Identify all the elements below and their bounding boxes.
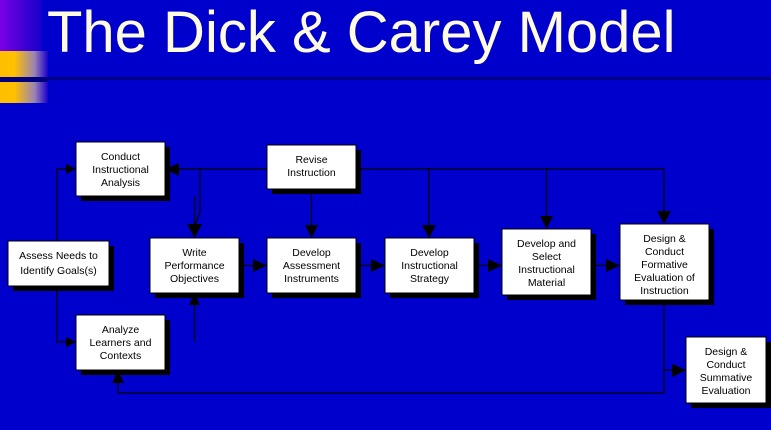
node-develop-and-select-instructional-material[interactable]: Develop and Select Instructional Materia…: [501, 228, 596, 300]
page-title: The Dick & Carey Model: [47, 0, 676, 65]
node-label-line: Summative: [700, 372, 753, 384]
node-label-line: Instruction: [640, 285, 689, 297]
node-label-line: Material: [528, 277, 565, 289]
arrowhead-into-formative-evaluation: [606, 259, 620, 272]
node-label-line: Instructional: [92, 164, 149, 176]
node-label-line: Conduct: [645, 246, 684, 258]
node-label-line: Analyze: [102, 324, 140, 336]
node-develop-instructional-strategy[interactable]: Develop Instructional Strategy: [384, 237, 479, 298]
connector-assess-to-analysis: [56, 168, 70, 264]
title-underline-rule: [48, 77, 771, 80]
node-label-line: Evaluation: [701, 385, 750, 397]
node-conduct-instructional-analysis[interactable]: Conduct Instructional Analysis: [75, 141, 170, 201]
arrowhead-into-develop-assessment: [253, 259, 267, 272]
node-label-line: Strategy: [410, 273, 450, 285]
arrowhead-into-conduct-analysis: [66, 164, 76, 174]
decorative-corner-motif: [0, 0, 48, 103]
arrowhead-into-develop-assessment-top: [305, 225, 318, 238]
node-label-line: Assessment: [283, 260, 340, 272]
connector-bottom-feedback-loop: [117, 382, 664, 394]
node-label-line: Instructional: [401, 260, 458, 272]
node-label-line: Evaluation of: [634, 272, 695, 284]
node-develop-assessment-instruments[interactable]: Develop Assessment Instruments: [266, 237, 361, 298]
node-label-line: Develop: [292, 247, 331, 259]
node-label-line: Assess Needs to: [19, 250, 98, 262]
node-label-line: Analysis: [101, 177, 140, 189]
node-label-line: Learners and: [90, 337, 152, 349]
arrowhead-into-write-objectives-bottom: [189, 293, 200, 305]
node-assess-needs-to-identify-goals[interactable]: Assess Needs to Identify Goals(s): [7, 240, 114, 291]
node-analyze-learners-and-contexts[interactable]: Analyze Learners and Contexts: [75, 314, 170, 375]
arrowhead-into-write-objectives-top: [187, 224, 202, 238]
node-label-line: Develop and: [517, 238, 576, 250]
gold-gradient-bar-bottom: [0, 82, 48, 103]
node-label-line: Write: [182, 247, 206, 259]
node-label-line: Contexts: [100, 350, 141, 362]
node-label-line: Conduct: [706, 359, 745, 371]
node-design-conduct-summative-evaluation[interactable]: Design & Conduct Summative Evaluation: [685, 336, 771, 408]
node-label-line: Identify Goals(s): [20, 265, 96, 277]
arrowhead-into-conduct-analysis-from-revise: [165, 163, 179, 176]
gradient-bar-divider: [0, 77, 48, 82]
node-label-line: Instruction: [287, 167, 336, 179]
arrowhead-into-analyze-learners-bottom: [112, 370, 124, 383]
node-label-line: Select: [532, 251, 561, 263]
arrowhead-into-develop-strategy-top: [422, 225, 436, 238]
node-label-line: Develop: [410, 247, 449, 259]
node-label-line: Formative: [641, 259, 688, 271]
node-label-line: Conduct: [101, 151, 140, 163]
arrowhead-into-develop-material-top: [540, 216, 553, 229]
purple-gradient-block: [0, 0, 42, 51]
arrowhead-into-develop-strategy: [371, 259, 385, 272]
node-label-line: Design &: [705, 346, 748, 358]
node-revise-instruction[interactable]: Revise Instruction: [266, 144, 361, 194]
node-label-line: Objectives: [170, 273, 219, 285]
node-label-line: Revise: [295, 154, 327, 166]
node-design-conduct-formative-evaluation[interactable]: Design & Conduct Formative Evaluation of…: [619, 223, 714, 305]
arrowhead-into-analyze-learners: [66, 337, 76, 347]
arrowhead-into-develop-material: [488, 259, 502, 272]
arrowhead-into-summative-evaluation: [672, 364, 686, 377]
node-layer: Conduct Instructional Analysis Revise In…: [7, 141, 771, 408]
node-label-line: Instructional: [518, 264, 575, 276]
connector-revise-to-write-objectives: [193, 169, 201, 227]
node-label-line: Instruments: [284, 273, 339, 285]
gold-gradient-bar-top: [0, 51, 48, 77]
node-label-line: Performance: [164, 260, 224, 272]
node-label-line: Design &: [643, 233, 686, 245]
node-write-performance-objectives[interactable]: Write Performance Objectives: [149, 237, 244, 298]
arrowhead-into-formative-evaluation-top: [657, 211, 671, 224]
